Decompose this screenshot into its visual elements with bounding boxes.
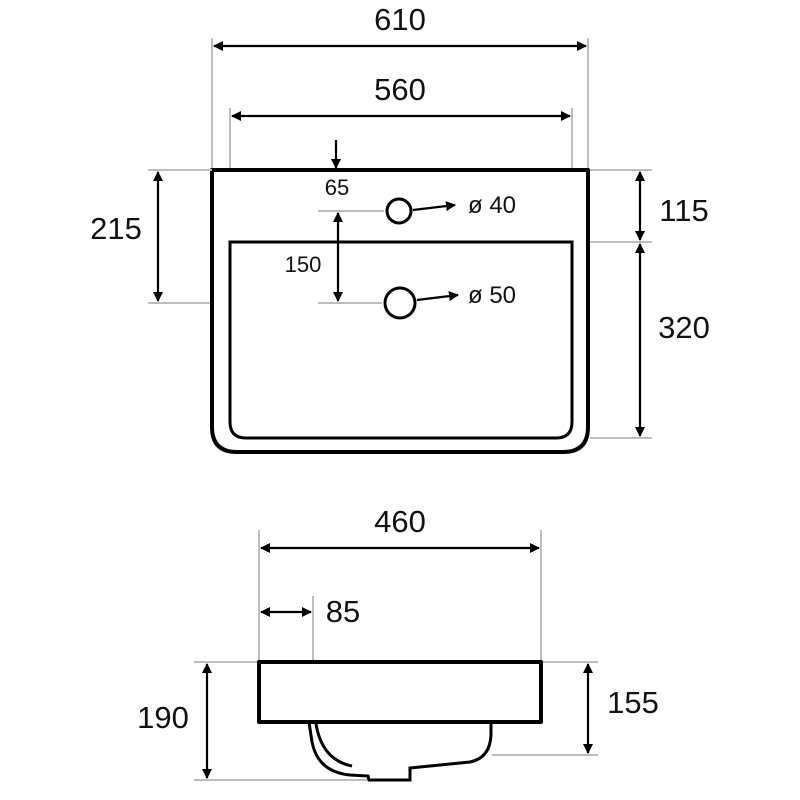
top-view: 610 560 215 65 ø 40 150 ø 50 115 320 [90,2,710,454]
label-waste-hole-diameter: ø 50 [468,282,516,309]
label-tap-to-waste: 150 [285,252,322,277]
label-tap-offset: 65 [325,175,349,200]
label-deck-depth: 215 [90,211,142,246]
basin-bowl-inner-profile [314,723,353,768]
basin-outer-outline [210,168,590,454]
label-rim-height: 155 [607,685,659,720]
label-rim-offset: 85 [326,594,360,629]
side-view: 460 85 190 155 [137,504,659,782]
basin-inner-bowl [228,240,574,440]
label-bowl-depth: 320 [658,310,710,345]
basin-rim-profile [257,660,543,724]
leader-waste-hole [416,291,459,302]
waste-hole [383,286,417,320]
label-overall-width: 610 [374,2,426,37]
label-side-depth: 460 [374,504,426,539]
tap-hole [385,197,413,225]
label-total-height: 190 [137,700,189,735]
label-basin-width: 560 [374,72,426,107]
label-tap-setback: 115 [659,193,708,228]
leader-tap-hole [412,201,456,212]
label-tap-hole-diameter: ø 40 [468,192,516,219]
basin-bowl-profile [307,721,493,782]
